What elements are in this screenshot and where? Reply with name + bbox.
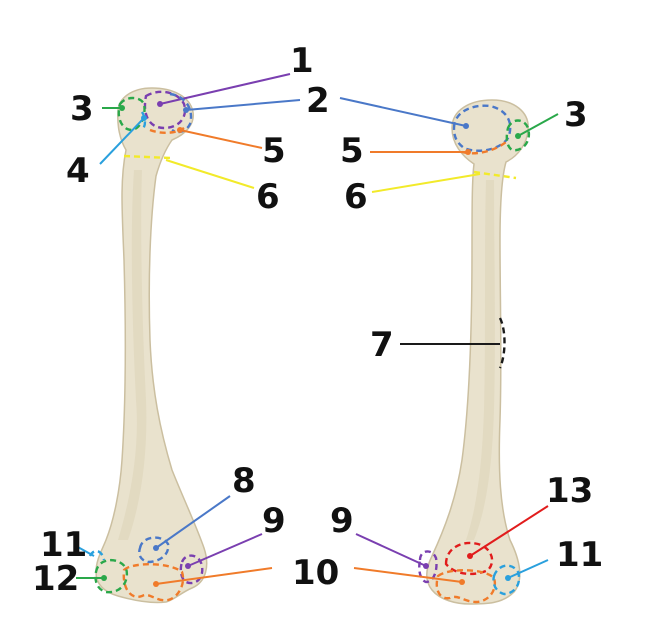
- leader-13-dot: [467, 553, 473, 559]
- leader-2-dot: [183, 107, 189, 113]
- leader-3-right: [517, 113, 559, 137]
- label-11-left: 11: [40, 525, 87, 565]
- label-5-right: 5: [340, 131, 364, 171]
- leader-12-dot: [101, 575, 107, 581]
- leader-6: [165, 159, 255, 189]
- leader-11-right-dot: [505, 575, 511, 581]
- leader-10-right-dot: [459, 579, 465, 585]
- leader-5-right-dot: [465, 149, 471, 155]
- label-1: 1: [290, 41, 314, 81]
- leader-9-right: [355, 533, 427, 567]
- marking-6-right-outline: [473, 170, 517, 180]
- label-6-right: 6: [344, 177, 368, 217]
- leader-9-left-dot: [185, 563, 191, 569]
- label-9-left: 9: [262, 501, 286, 541]
- label-4: 4: [66, 151, 90, 191]
- leader-2: [185, 99, 301, 111]
- label-12: 12: [32, 559, 79, 599]
- marking-11-right-outline: [492, 564, 521, 596]
- label-3-right: 3: [564, 95, 588, 135]
- label-3-left: 3: [70, 89, 94, 129]
- label-8: 8: [232, 461, 256, 501]
- label-2: 2: [306, 81, 330, 121]
- leader-10-right: [353, 567, 463, 583]
- marking-8-outline: [138, 536, 170, 564]
- leader-11-left: [75, 545, 95, 557]
- left-humerus: [95, 87, 208, 604]
- marking-13-outline: [444, 541, 494, 576]
- right-humerus-shading: [466, 180, 495, 540]
- label-6-left: 6: [256, 177, 280, 217]
- leader-2-right: [339, 97, 467, 127]
- marking-3-right-outline: [505, 119, 531, 152]
- leader-4-dot: [141, 115, 147, 121]
- right-markings: 2 3 5 6 7 9 13 10: [292, 81, 603, 604]
- marking-4-outline: [140, 111, 147, 131]
- marking-7-outline: [498, 317, 506, 369]
- leader-5-dot: [177, 127, 183, 133]
- leader-3-dot: [119, 105, 125, 111]
- leader-1: [159, 73, 291, 105]
- left-humerus-shading: [118, 170, 147, 540]
- left-humerus-bone: [95, 87, 208, 604]
- leader-8: [155, 495, 231, 549]
- label-5-left: 5: [262, 131, 286, 171]
- leader-13: [469, 505, 549, 557]
- leader-10-left-dot: [153, 581, 159, 587]
- leader-8-dot: [153, 545, 159, 551]
- left-markings: 1 3 4 5 6 8 9: [32, 41, 314, 602]
- leader-4: [99, 117, 145, 165]
- marking-9-left-outline: [179, 554, 204, 585]
- leader-2-right-dot: [463, 123, 469, 129]
- label-13: 13: [546, 471, 593, 511]
- marking-2-outline: [169, 92, 193, 134]
- label-7: 7: [370, 325, 394, 365]
- marking-9-right-outline: [418, 550, 438, 584]
- marking-6-outline: [123, 154, 171, 160]
- leader-9-right-dot: [423, 563, 429, 569]
- leader-10-left: [155, 567, 273, 585]
- right-humerus: [426, 99, 529, 605]
- label-10: 10: [292, 553, 339, 593]
- leader-6-right: [371, 173, 481, 193]
- leader-3-right-dot: [515, 133, 521, 139]
- leader-11-right: [507, 559, 549, 579]
- leader-5: [179, 129, 263, 149]
- label-9-right: 9: [330, 501, 354, 541]
- marking-10-right-outline: [435, 569, 497, 604]
- marking-1-outline: [143, 90, 187, 130]
- leader-1-dot: [157, 101, 163, 107]
- leader-9-left: [187, 533, 263, 567]
- marking-10-left-outline: [122, 563, 185, 602]
- right-humerus-bone: [426, 99, 529, 605]
- label-11-right: 11: [556, 535, 603, 575]
